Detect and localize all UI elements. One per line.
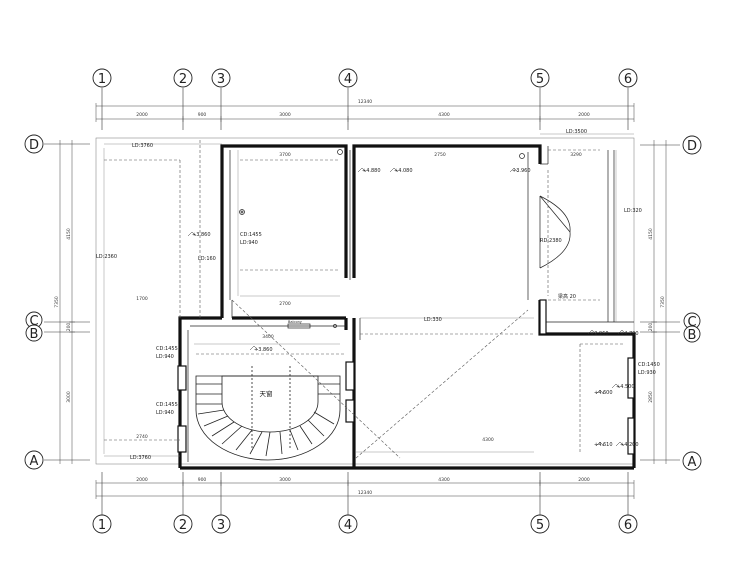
elev-4610: +4.610 [594, 442, 613, 448]
dim-bottom-total: 12340 [358, 490, 372, 496]
dim-interior-6: 1700 [136, 296, 148, 302]
grid-label-5-top: 5 [536, 72, 544, 87]
label-ld930: LD:930 [638, 370, 656, 376]
dim-bottom-1: 2000 [136, 477, 148, 483]
elev-4600: +4.600 [594, 390, 613, 396]
label-ld940-2: LD:940 [156, 354, 174, 360]
dim-right-2: 200 [648, 323, 654, 332]
grid-label-D-right: D [687, 139, 697, 154]
elev-4700: +4.700 [620, 331, 639, 337]
dim-right-3: 2850 [648, 391, 654, 403]
dim-bottom-5: 2000 [578, 477, 590, 483]
label-beam-height: 梁高 20 [558, 293, 576, 300]
label-cd1455-1: CD:1455 [240, 232, 262, 238]
grid-label-4-top: 4 [344, 72, 352, 87]
grid-label-6-top: 6 [624, 72, 632, 87]
grid-axes-columns [101, 88, 629, 515]
dim-left-1: 4150 [66, 228, 72, 240]
grid-bubbles-bottom [92, 514, 638, 534]
label-ld2360: LD:2360 [96, 254, 117, 260]
room-label-skylight: 天窗 [260, 389, 273, 398]
grid-label-D-left: D [29, 138, 39, 153]
double-door [539, 195, 571, 269]
grid-label-2-bottom: 2 [179, 518, 187, 533]
label-cd1455-3: CD:1455 [156, 402, 178, 408]
grid-label-1-bottom: 1 [98, 518, 106, 533]
dim-interior-8: 3400 [262, 334, 274, 340]
grid-bubbles-top [92, 68, 638, 88]
guide-lines [103, 133, 634, 457]
grid-label-A-left: A [30, 454, 39, 469]
label-cd1450: CD:1450 [638, 362, 660, 368]
label-ld330: LD:330 [424, 317, 442, 323]
label-ld940-1: LD:940 [240, 240, 258, 246]
grid-label-2-top: 2 [179, 72, 187, 87]
grid-label-A-right: A [688, 455, 697, 470]
dim-left-3: 3000 [66, 391, 72, 403]
grid-label-C-left: C [29, 314, 38, 329]
dim-interior-3: 2700 [279, 301, 291, 307]
grid-label-6-bottom: 6 [624, 518, 632, 533]
dim-bottom-2: 900 [198, 477, 207, 483]
dim-top-4: 4300 [438, 112, 450, 118]
grid-bubbles-right [682, 135, 702, 471]
fixtures [239, 149, 525, 329]
grid-axes-rows [44, 143, 680, 461]
label-rd2380: RD:2380 [540, 238, 562, 244]
elev-3960-a: +3.960 [512, 168, 531, 174]
dim-interior-2: 2750 [434, 152, 446, 158]
elev-3860-b: +3.860 [254, 347, 273, 353]
grid-label-C-right: C [687, 315, 696, 330]
walls [178, 144, 636, 470]
grid-label-1-top: 1 [98, 72, 106, 87]
elev-4200: +4.200 [620, 442, 639, 448]
label-cd1455-2: CD:1455 [156, 346, 178, 352]
elev-4880: +4.880 [362, 168, 381, 174]
grid-label-3-bottom: 3 [217, 518, 225, 533]
dim-interior-7: 2740 [136, 434, 148, 440]
grid-label-B-right: B [688, 328, 697, 343]
label-ld3500: LD:3500 [566, 129, 587, 135]
label-ld160: LD:160 [198, 256, 216, 262]
grid-label-B-left: B [30, 327, 39, 342]
dim-top-3: 3000 [279, 112, 291, 118]
site-outline [95, 137, 635, 465]
dim-top-5: 2000 [578, 112, 590, 118]
spiral-staircase [195, 366, 341, 461]
dim-right-1: 4150 [648, 228, 654, 240]
label-ld320: LD:320 [624, 208, 642, 214]
dim-right-total: 7350 [660, 296, 666, 308]
wall-blocks [177, 299, 635, 455]
label-ld940-3: LD:940 [156, 410, 174, 416]
dim-top-2: 900 [198, 112, 207, 118]
label-balcony: Balcony [288, 320, 302, 324]
label-ld3760-top: LD:3760 [132, 143, 153, 149]
label-ld3760-bottom: LD:3760 [130, 455, 151, 461]
elev-3960-b: +3.960 [590, 331, 609, 337]
dim-bottom-4: 4300 [438, 477, 450, 483]
dim-top-total: 12340 [358, 99, 372, 105]
dim-interior-5: 3290 [570, 152, 582, 158]
grid-label-5-bottom: 5 [536, 518, 544, 533]
dim-bottom-3: 3000 [279, 477, 291, 483]
grid-label-4-bottom: 4 [344, 518, 352, 533]
grid-label-3-top: 3 [217, 72, 225, 87]
grid-bubbles-left [24, 134, 44, 470]
wall-inner-lines [187, 146, 634, 462]
elev-4500: +4.500 [616, 384, 635, 390]
dim-top-1: 2000 [136, 112, 148, 118]
elevation-markers [187, 167, 627, 447]
dim-interior-1: 3700 [279, 152, 291, 158]
dimension-lines [59, 103, 667, 499]
dim-interior-4: 4300 [482, 437, 494, 443]
elev-4080: +4.080 [394, 168, 413, 174]
elev-3860-a: +3.860 [192, 232, 211, 238]
dim-left-2: 200 [66, 323, 72, 332]
dashed-beam-lines [104, 140, 624, 459]
dim-left-total: 7350 [54, 296, 60, 308]
